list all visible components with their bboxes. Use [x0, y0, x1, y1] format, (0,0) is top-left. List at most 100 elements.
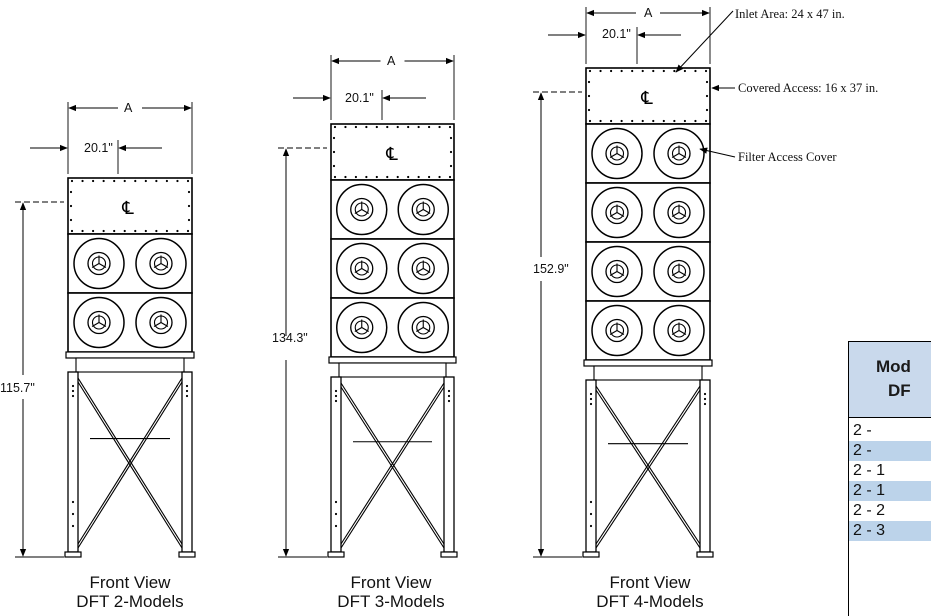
leg-hole-dft-2: [185, 384, 189, 388]
filter-module-dft-4: [585, 123, 711, 184]
bolt-dft-4: [599, 69, 602, 73]
bolt-dft-4: [631, 69, 634, 73]
bolt-dft-4: [587, 94, 591, 98]
caption-line1-dft2: Front View: [89, 573, 171, 592]
knob-spoke-dft-4: [671, 212, 680, 217]
filter-module-dft-2: [67, 233, 193, 294]
bolt-dft-4: [588, 69, 592, 73]
bolt-dft-2: [144, 179, 147, 183]
height-dimension-label-dft3: 134.3": [272, 331, 308, 345]
bolt-dft-3: [396, 175, 399, 179]
knob-spoke-dft-2: [91, 322, 100, 327]
bolt-dft-4: [694, 119, 697, 123]
knob-icon-dft-3: [350, 256, 374, 281]
filter-access-cover-dft-4: [653, 245, 705, 298]
filter-access-cover-dft-2: [135, 237, 187, 290]
bolt-dft-2: [123, 179, 126, 183]
bolt-dft-2: [123, 229, 126, 233]
bolt-dft-4: [641, 119, 644, 123]
leg-hole-dft-4: [589, 524, 593, 528]
filter-module-dft-3: [330, 179, 455, 240]
knob-icon-dft-4: [605, 259, 629, 284]
bolt-dft-2: [186, 179, 190, 183]
inlet-callout-leader: [675, 10, 734, 73]
bolt-dft-2: [69, 218, 73, 222]
hopper-dft-3: [338, 362, 447, 378]
filter-access-cover-dft-2: [73, 237, 125, 290]
knob-spoke-dft-4: [616, 330, 625, 335]
leg-hole-dft-2: [71, 394, 75, 398]
filter-access-cover-dft-4: [653, 186, 705, 239]
knob-spoke-dft-2: [91, 263, 100, 268]
knob-spoke-dft-4: [616, 271, 625, 276]
filter-access-cover-dft-4: [591, 245, 643, 298]
bolt-dft-3: [386, 175, 389, 179]
width-dimension-label-dft4: A: [644, 6, 653, 20]
filter-access-cover-dft-4: [591, 304, 643, 357]
knob-spoke-dft-3: [361, 327, 369, 332]
cross-brace-dft-2: [77, 381, 183, 549]
bolt-dft-3: [344, 175, 347, 179]
model-table: Mod DF 2 - 2 - 2 - 1 2 - 1 2 - 2 2 - 3: [848, 341, 931, 616]
bolt-dft-2: [187, 190, 191, 194]
bolt-dft-4: [662, 69, 665, 73]
collector-dft-4: ℄: [582, 67, 714, 558]
bolt-dft-2: [70, 179, 74, 183]
bolt-dft-4: [673, 119, 676, 123]
filter-access-cover-dft-4: [653, 304, 705, 357]
caption-line2-dft2: DFT 2-Models: [76, 592, 184, 611]
knob-icon-dft-4: [667, 200, 691, 225]
bolt-dft-2: [144, 229, 147, 233]
bolt-dft-3: [448, 125, 452, 129]
height-dimension-label-dft2: 115.7": [0, 381, 35, 395]
cross-brace-dft-2: [77, 377, 183, 545]
bolt-dft-2: [155, 229, 158, 233]
hopper-dft-4: [593, 365, 703, 381]
bolt-dft-4: [641, 69, 644, 73]
filter-module-dft-2: [67, 292, 193, 353]
table-row: 2 - 2: [853, 502, 886, 519]
bolt-dft-3: [375, 125, 378, 129]
width-dimension-label-dft3: A: [387, 54, 396, 68]
leg-hole-dft-3: [334, 399, 338, 403]
bolt-dft-2: [113, 179, 116, 183]
bolt-dft-3: [344, 125, 347, 129]
bolt-dft-3: [333, 175, 337, 179]
bolt-dft-2: [91, 179, 95, 183]
bolt-dft-3: [396, 125, 399, 129]
leg-hole-dft-3: [334, 524, 338, 528]
bolt-dft-4: [609, 119, 613, 123]
cross-brace-dft-3: [340, 386, 445, 549]
inlet-box-dft-4: [585, 67, 711, 125]
bolt-dft-3: [449, 136, 453, 140]
bolt-dft-3: [407, 175, 410, 179]
knob-spoke-dft-4: [678, 271, 687, 276]
filter-access-cover-dft-3: [336, 301, 388, 354]
bolt-dft-3: [386, 125, 389, 129]
knob-spoke-dft-4: [609, 271, 618, 276]
knob-icon-dft-2: [87, 310, 111, 335]
bolt-dft-4: [587, 80, 591, 84]
caption-line1-dft3: Front View: [350, 573, 432, 592]
bolt-dft-2: [187, 218, 191, 222]
width-dimension-label-dft2: A: [124, 101, 133, 115]
bolt-dft-2: [91, 229, 95, 233]
knob-spoke-dft-3: [354, 209, 363, 214]
filter-access-cover-dft-3: [336, 242, 388, 295]
filter-module-dft-4: [585, 300, 711, 361]
foot-right-dft-3: [440, 551, 458, 558]
leg-right-dft-3: [443, 376, 455, 553]
leg-hole-dft-2: [71, 389, 75, 393]
knob-icon-dft-4: [667, 318, 691, 343]
hopper-flange-dft-2: [65, 351, 195, 359]
leg-hole-dft-3: [447, 394, 451, 398]
bolt-dft-3: [332, 136, 336, 140]
cross-brace-dft-3: [340, 382, 445, 545]
knob-spoke-dft-3: [354, 327, 363, 332]
leg-hole-dft-2: [185, 394, 189, 398]
bolt-dft-2: [165, 229, 169, 233]
bolt-dft-2: [69, 190, 73, 194]
bolt-dft-2: [165, 179, 169, 183]
leg-right-dft-2: [181, 371, 193, 553]
